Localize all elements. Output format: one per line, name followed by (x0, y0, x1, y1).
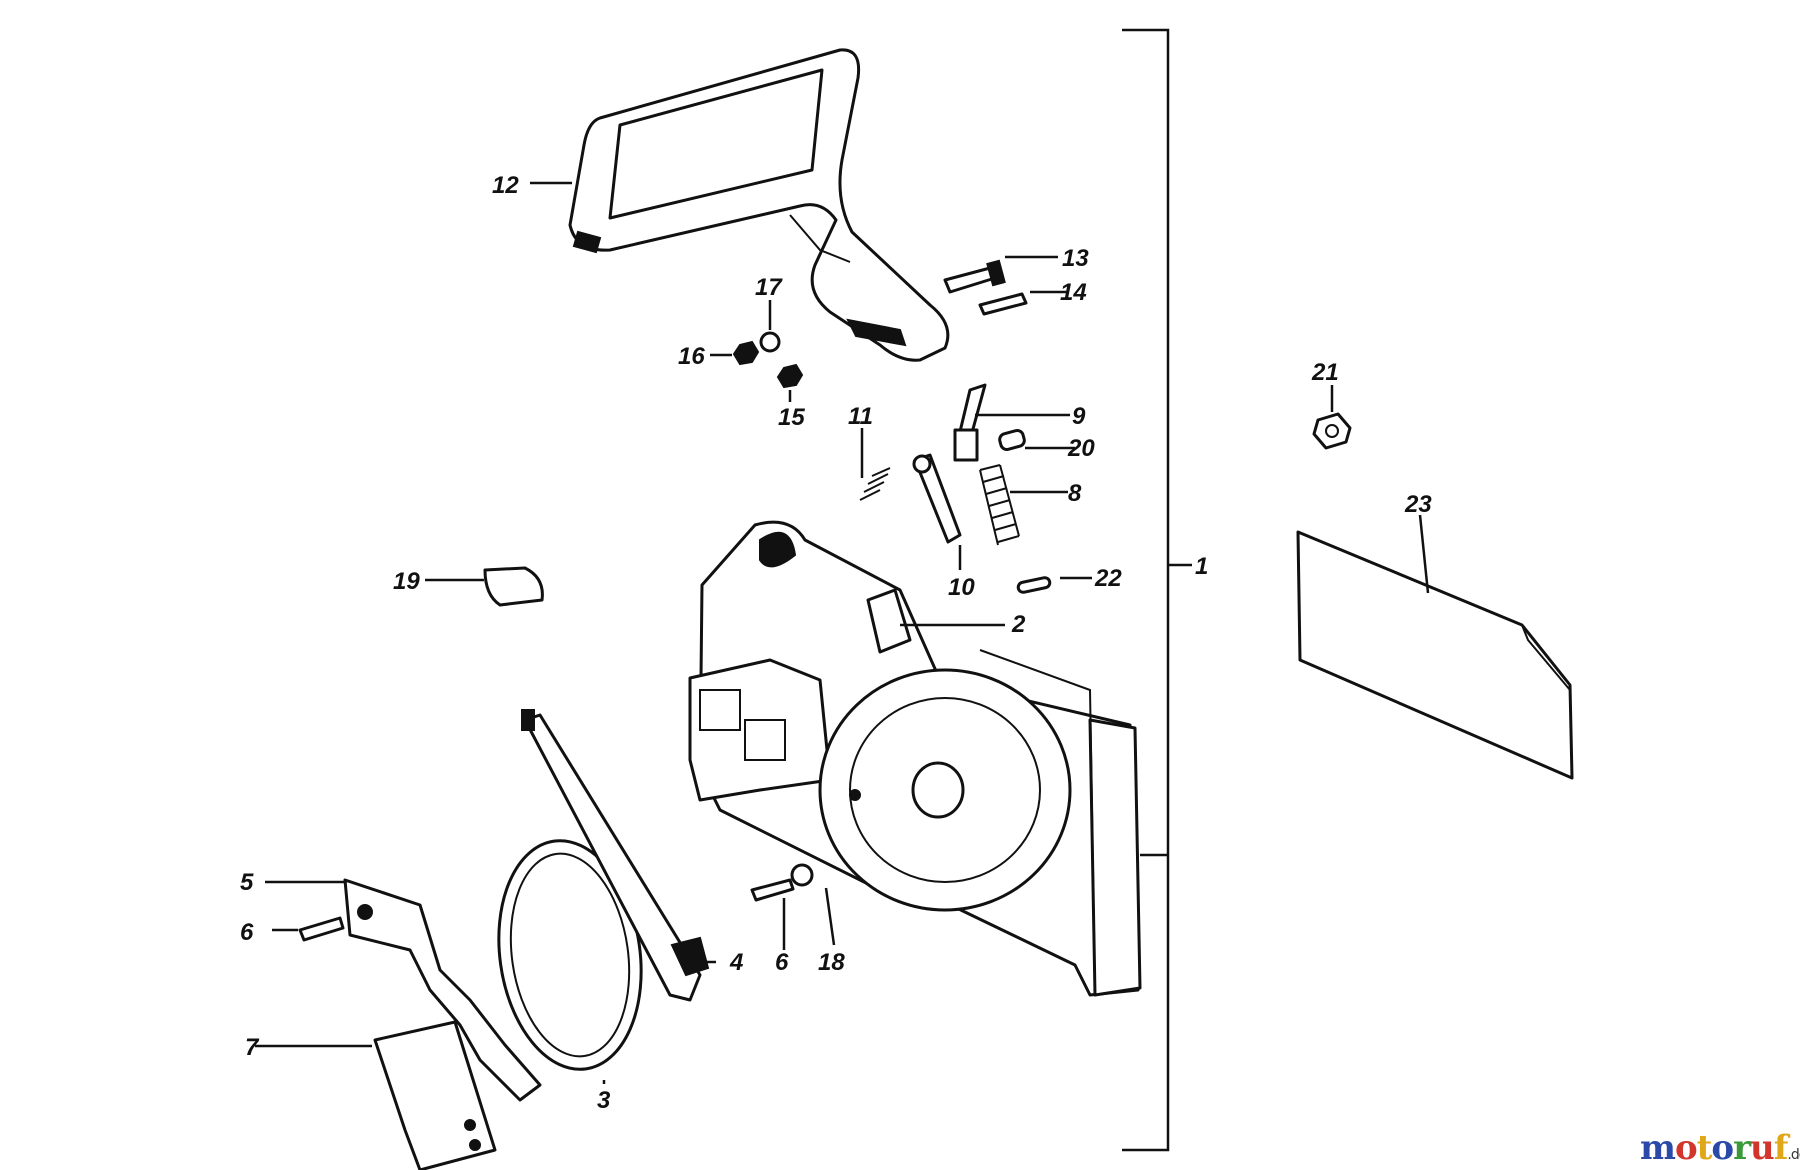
callout-15: 15 (778, 404, 805, 431)
callout-13: 13 (1062, 245, 1089, 272)
watermark-letter: t (1696, 1128, 1713, 1168)
watermark-letter: o (1711, 1128, 1734, 1168)
callout-16: 16 (678, 343, 705, 370)
leader-lines (255, 181, 1430, 1084)
callout-9: 9 (1072, 403, 1086, 430)
hardware-parts (298, 259, 1352, 942)
callout-labels: 1 2 3 4 5 6 6 7 8 9 10 11 12 13 14 15 16… (240, 172, 1432, 1114)
callout-22: 22 (1094, 565, 1122, 592)
callout-11: 11 (848, 403, 873, 430)
callout-7: 7 (245, 1034, 260, 1061)
watermark-letter: f (1773, 1128, 1789, 1168)
watermark-letter: r (1733, 1128, 1751, 1168)
watermark-text: motoruf (1640, 1128, 1789, 1168)
watermark-letter: m (1640, 1128, 1676, 1168)
site-watermark-logo: motoruf.de (1640, 1128, 1800, 1168)
callout-8: 8 (1068, 480, 1082, 507)
assembly-bracket (1122, 28, 1192, 1152)
watermark-suffix: .de (1787, 1147, 1800, 1163)
sprocket-cover-part (688, 520, 1142, 997)
callout-6-left: 6 (240, 919, 254, 946)
hand-guard-part (568, 48, 950, 362)
callout-20: 20 (1067, 435, 1095, 462)
callout-5: 5 (240, 869, 254, 896)
watermark-letter: o (1674, 1128, 1698, 1168)
callout-14: 14 (1060, 279, 1087, 306)
callout-2: 2 (1011, 611, 1026, 638)
callout-10: 10 (948, 574, 975, 601)
cover-plate-part (1296, 530, 1574, 780)
callout-3: 3 (597, 1087, 611, 1114)
callout-19: 19 (393, 568, 420, 595)
catcher-plate-part (343, 878, 542, 1170)
callout-12: 12 (492, 172, 519, 199)
watermark-letter: u (1750, 1128, 1775, 1168)
callout-4: 4 (729, 949, 743, 976)
callout-21: 21 (1311, 359, 1339, 386)
callout-18: 18 (818, 949, 845, 976)
callout-1: 1 (1195, 553, 1208, 580)
callout-17: 17 (755, 274, 783, 301)
callout-23: 23 (1404, 491, 1432, 518)
callout-6-center: 6 (775, 949, 789, 976)
chain-and-bar-parts (497, 709, 710, 1071)
